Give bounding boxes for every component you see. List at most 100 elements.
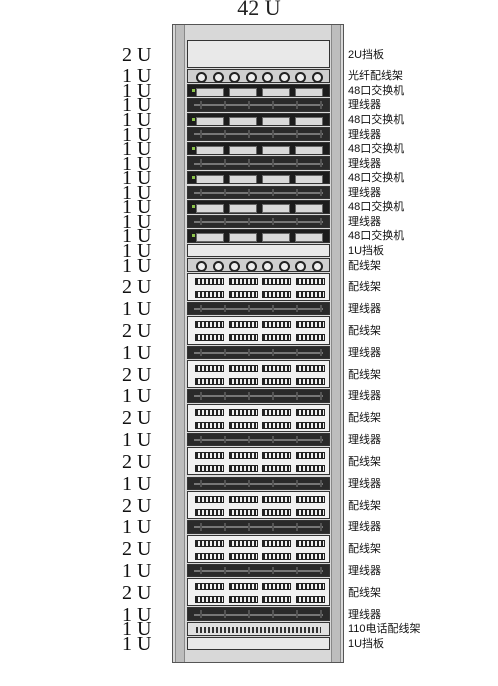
device-label: 1U挡板	[348, 637, 385, 650]
cable-manager-hook	[296, 392, 298, 400]
rack-device-cm	[187, 476, 330, 491]
unit-height-label: 1 U	[122, 94, 152, 117]
device-label: 配线架	[348, 368, 381, 381]
switch-port-block	[295, 204, 323, 213]
patch-port-block	[195, 408, 224, 416]
unit-height-label: 1 U	[122, 385, 152, 408]
patch-port-block	[228, 365, 258, 373]
patch-port-block	[228, 421, 258, 429]
device-label: 2U挡板	[348, 48, 385, 61]
rack-device-blank	[187, 40, 330, 69]
unit-height-label: 2 U	[122, 276, 152, 299]
patch-port-block	[195, 365, 224, 373]
rack-rail-left	[175, 25, 185, 663]
cable-manager-hook	[248, 159, 250, 167]
rack-device-cm	[187, 563, 330, 578]
cable-manager-hook	[200, 435, 202, 444]
fiber-port-icon	[278, 261, 290, 271]
cable-manager-hook	[224, 566, 226, 575]
device-label: 配线架	[348, 259, 381, 272]
status-led-icon	[192, 88, 195, 92]
device-label: 48口交换机	[348, 143, 405, 156]
cable-manager-hook	[320, 159, 322, 167]
switch-port-block	[295, 233, 323, 242]
patch-port-block	[195, 378, 224, 386]
cable-manager-hook	[248, 523, 250, 531]
unit-height-label: 1 U	[122, 618, 152, 641]
unit-height-label: 1 U	[122, 239, 152, 262]
cable-manager-hook	[224, 435, 226, 444]
device-label: 理线器	[348, 390, 381, 403]
fiber-port-icon	[311, 261, 323, 271]
cable-manager-hook	[224, 348, 226, 357]
fiber-port-icon	[229, 261, 240, 271]
device-label: 配线架	[348, 499, 381, 512]
unit-height-label: 1 U	[122, 152, 152, 175]
status-led-icon	[192, 205, 195, 209]
device-label: 理线器	[348, 346, 381, 359]
fiber-port-icon	[278, 72, 290, 82]
cable-manager-bar	[194, 526, 323, 529]
rack-device-patch	[187, 534, 330, 563]
patch-port-block	[295, 421, 325, 429]
cable-manager-hook	[224, 610, 226, 618]
cable-manager-hook	[296, 188, 298, 197]
switch-port-block	[295, 174, 323, 184]
patch-port-block	[295, 452, 325, 460]
rack-device-switch	[187, 229, 330, 243]
patch-port-block	[295, 277, 325, 285]
rack-device-patch	[187, 578, 330, 607]
switch-port-block	[196, 116, 224, 126]
cable-manager-hook	[200, 188, 202, 197]
patch-port-block	[195, 539, 224, 547]
rack-device-switch	[187, 112, 330, 127]
device-label: 光纤配线架	[348, 70, 403, 83]
cable-manager-hook	[248, 392, 250, 400]
unit-height-label: 1 U	[122, 472, 152, 495]
cable-manager-hook	[248, 188, 250, 197]
cable-manager-hook	[296, 566, 298, 575]
patch-port-block	[262, 452, 291, 460]
cable-manager-hook	[248, 304, 250, 313]
cable-manager-hook	[320, 523, 322, 531]
cable-manager-hook	[248, 348, 250, 357]
patch-port-block	[295, 552, 325, 560]
switch-port-block	[229, 145, 257, 155]
patch-port-block	[295, 378, 325, 386]
patch-port-block	[262, 421, 291, 429]
cable-manager-hook	[272, 566, 274, 575]
device-label: 理线器	[348, 434, 381, 447]
cable-manager-bar	[194, 351, 323, 354]
cable-manager-hook	[296, 435, 298, 444]
cable-manager-hook	[200, 304, 202, 313]
cable-manager-hook	[320, 610, 322, 618]
cable-manager-hook	[320, 188, 322, 197]
switch-port-block	[295, 145, 323, 155]
patch-port-block	[195, 496, 224, 504]
unit-height-label: 1 U	[122, 138, 152, 161]
patch-port-block	[195, 290, 224, 298]
cable-manager-bar	[194, 162, 323, 165]
switch-port-block	[295, 116, 323, 126]
cable-manager-hook	[200, 566, 202, 575]
patch-port-block	[262, 583, 291, 591]
patch-port-block	[195, 583, 224, 591]
rack-device-cm	[187, 301, 330, 316]
patch-port-block	[262, 290, 291, 298]
patch-port-block	[295, 290, 325, 298]
cable-manager-hook	[200, 523, 202, 531]
cable-manager-hook	[272, 392, 274, 400]
unit-height-label: 1 U	[122, 79, 152, 102]
device-label: 配线架	[348, 543, 381, 556]
patch-port-block	[228, 596, 258, 604]
cable-manager-hook	[224, 392, 226, 400]
cable-manager-hook	[272, 188, 274, 197]
unit-height-label: 1 U	[122, 109, 152, 132]
patch-port-block	[195, 334, 224, 342]
patch-port-block	[195, 465, 224, 473]
unit-height-label: 1 U	[122, 341, 152, 364]
fiber-port-icon	[229, 72, 240, 82]
cable-manager-hook	[248, 566, 250, 575]
device-label: 理线器	[348, 521, 381, 534]
cable-manager-hook	[200, 217, 202, 226]
